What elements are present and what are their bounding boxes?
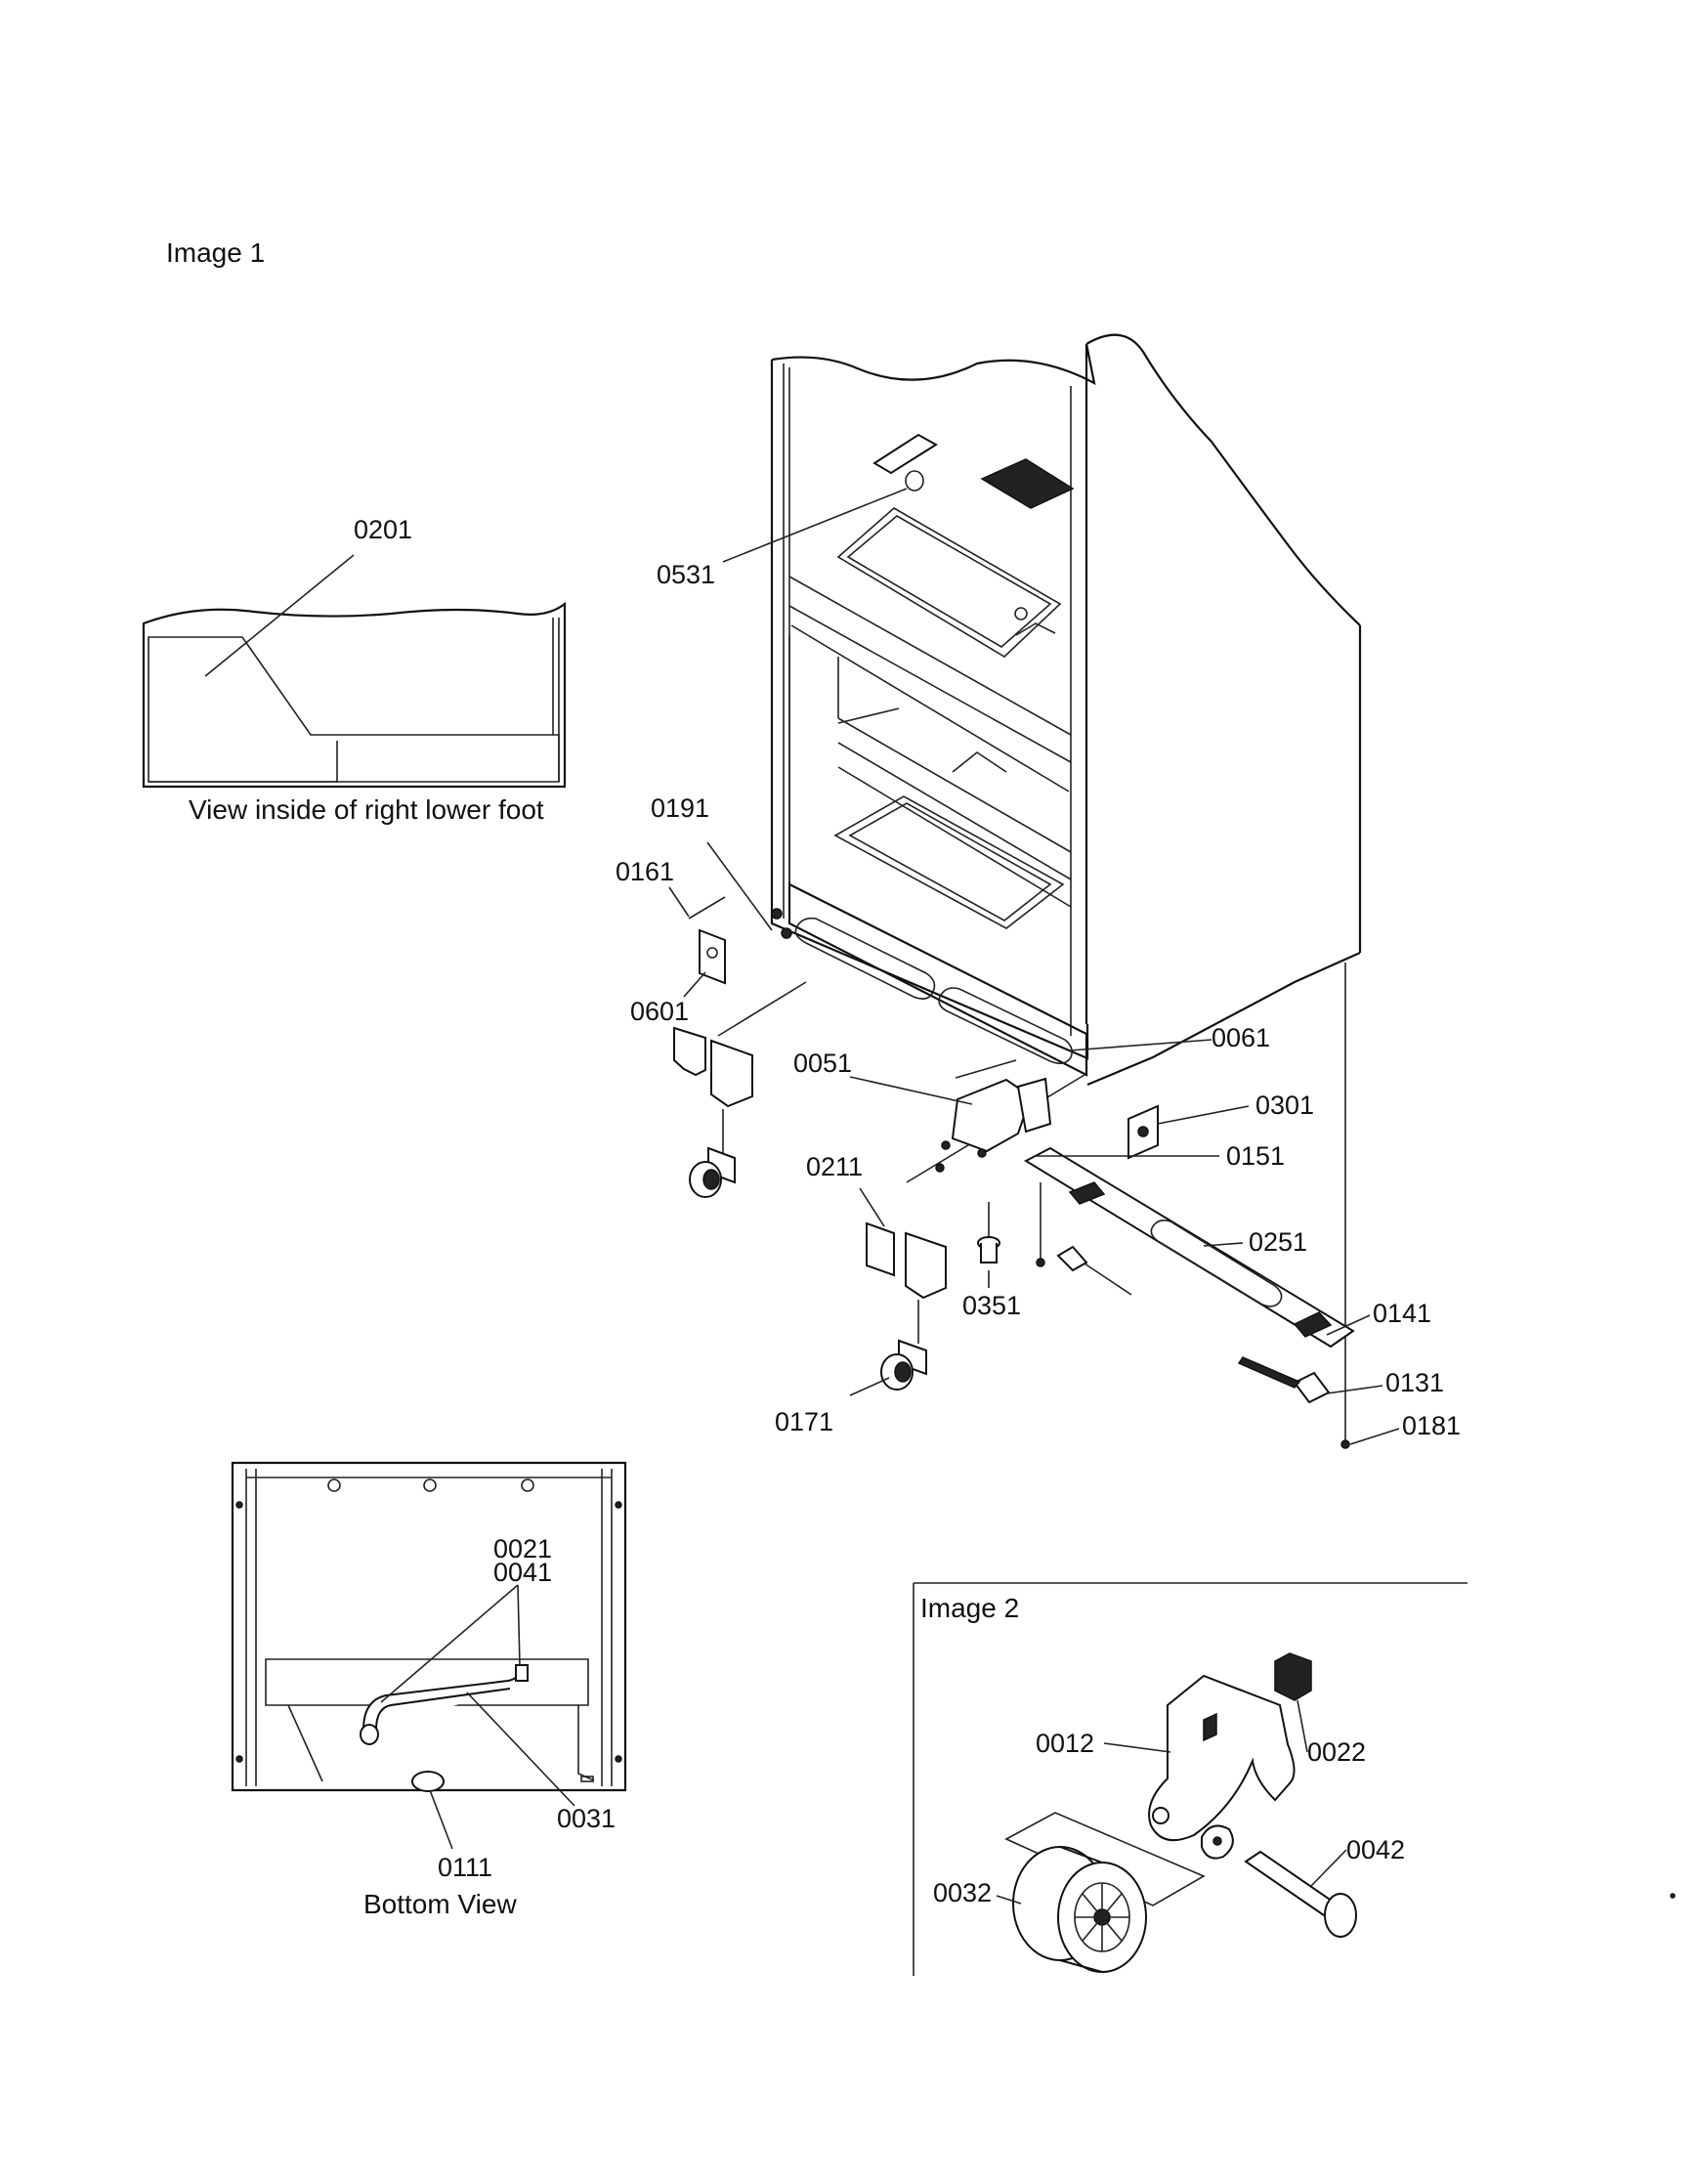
callout-0022: 0022 [1307, 1737, 1366, 1767]
callout-0301: 0301 [1255, 1091, 1314, 1120]
callout-0042: 0042 [1346, 1835, 1405, 1864]
image2-frame [913, 1582, 1467, 1976]
stray-mark [1670, 1893, 1676, 1899]
leader-0181 [1349, 1428, 1400, 1445]
leader-0191 [706, 841, 773, 931]
bottom-view-drawing [231, 1461, 627, 1792]
leader-0111 [429, 1789, 453, 1850]
leader-0201 [204, 554, 355, 677]
callout-0161: 0161 [616, 857, 674, 886]
leader-0012 [1103, 1742, 1171, 1753]
callout-0131: 0131 [1385, 1368, 1444, 1397]
leader-0211 [859, 1187, 885, 1227]
image2-title: Image 2 [920, 1593, 1019, 1623]
callout-0171: 0171 [775, 1407, 833, 1436]
callout-0351: 0351 [962, 1291, 1021, 1320]
foot-view-caption: View inside of right lower foot [189, 794, 544, 825]
callout-0021: 0021 [493, 1534, 552, 1563]
toe-grille-assembly [1023, 1104, 1355, 1449]
right-foot-assembly [866, 1059, 1052, 1391]
cabinet-drawing [717, 333, 1362, 1444]
callout-0061: 0061 [1212, 1023, 1270, 1052]
callout-0251: 0251 [1249, 1227, 1307, 1257]
leader-0141 [1326, 1314, 1371, 1336]
callout-0031: 0031 [557, 1804, 616, 1833]
leader-0042 [1310, 1849, 1347, 1887]
caster-drawing [1004, 1652, 1357, 1973]
foot-inset-drawing [142, 601, 567, 789]
leader-0051 [849, 1076, 973, 1105]
leader-0021-b [517, 1584, 521, 1667]
callout-0051: 0051 [793, 1049, 852, 1078]
callout-0201: 0201 [354, 515, 412, 544]
callout-0151: 0151 [1226, 1141, 1285, 1171]
leader-0022 [1297, 1699, 1308, 1753]
callout-0032: 0032 [933, 1878, 992, 1907]
leader-0601 [683, 971, 706, 998]
image1-title: Image 1 [166, 237, 265, 268]
leader-0301 [1157, 1105, 1250, 1125]
callout-0181: 0181 [1402, 1411, 1461, 1440]
bottom-view-caption: Bottom View [363, 1889, 517, 1919]
leader-0251 [1203, 1242, 1244, 1247]
leader-0032 [996, 1895, 1022, 1905]
leader-0171 [849, 1377, 890, 1396]
leader-0161 [668, 886, 690, 918]
leader-0531 [722, 488, 908, 563]
leader-0131 [1326, 1385, 1383, 1394]
left-foot-assembly [673, 896, 792, 1198]
callout-0531: 0531 [657, 560, 715, 589]
callout-0111: 0111 [438, 1853, 492, 1882]
callout-0601: 0601 [630, 997, 689, 1026]
callout-0041: 0041 [493, 1558, 552, 1587]
callout-0191: 0191 [651, 793, 709, 823]
leader-0061 [1069, 1039, 1212, 1051]
leader-0021-a [380, 1584, 519, 1703]
callout-0211: 0211 [806, 1152, 863, 1181]
callout-0012: 0012 [1036, 1729, 1094, 1758]
callout-0141: 0141 [1373, 1299, 1431, 1328]
leader-0031 [466, 1692, 575, 1807]
